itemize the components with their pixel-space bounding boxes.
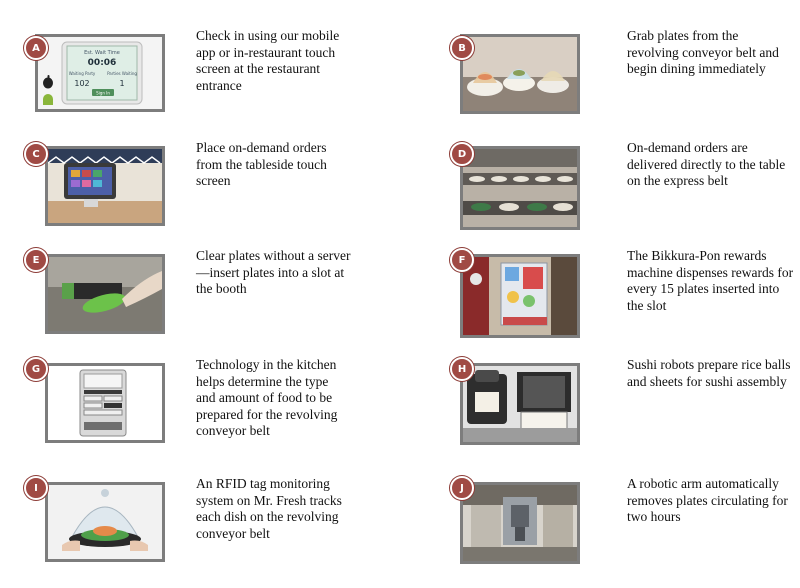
step-a: Est. Wait Time 00:06 Waiting Party Parti… [0,28,400,140]
step-h: H Sushi robots prepare rice balls and sh… [400,357,800,469]
photo-frame-e [45,254,165,334]
step-description-g: Technology in the kitchen helps determin… [196,357,338,439]
step-description-f: The Bikkura-Pon rewards machine dispense… [627,248,794,313]
checkin-tablet-image: Est. Wait Time 00:06 Waiting Party Parti… [38,37,162,109]
screen-sign-in-button: Sign In [96,91,110,96]
step-g: G Technology in the kitchen helps determ… [0,357,400,469]
screen-value-1: 102 [74,79,89,88]
step-c: C Place on-demand orders from the tables… [0,140,400,252]
step-i: I An RFID tag monitoring system on Mr. F… [0,476,400,588]
step-description-d: On-demand orders are delivered directly … [627,140,786,189]
step-badge-i: I [24,476,48,500]
step-description-h: Sushi robots prepare rice balls and shee… [627,357,791,389]
step-description-j: A robotic arm automatically removes plat… [627,476,788,525]
robotic-arm-image [463,485,577,561]
android-icon [43,94,53,105]
photo-frame-j [460,482,580,564]
express-belt-image [463,149,577,227]
apple-icon [43,75,53,89]
step-description-i: An RFID tag monitoring system on Mr. Fre… [196,476,342,541]
step-badge-h: H [450,357,474,381]
kitchen-terminal-image [48,366,162,440]
rfid-dome-image [48,485,162,559]
sushi-robot-image [463,366,577,442]
step-description-e: Clear plates without a server—insert pla… [196,248,351,297]
photo-frame-b [460,34,580,114]
step-j: J A robotic arm automatically removes pl… [400,476,800,588]
rewards-machine-image [463,257,577,335]
plate-slot-image [48,257,162,331]
step-badge-e: E [24,248,48,272]
step-badge-f: F [450,248,474,272]
step-badge-a: A [24,36,48,60]
screen-time: 00:06 [88,58,117,68]
photo-frame-c [45,146,165,226]
step-badge-b: B [450,36,474,60]
step-e: E Clear plates without a server—insert p… [0,248,400,360]
photo-frame-g [45,363,165,443]
step-badge-g: G [24,357,48,381]
photo-frame-i [45,482,165,562]
photo-frame-a: Est. Wait Time 00:06 Waiting Party Parti… [35,34,165,112]
photo-frame-f [460,254,580,338]
photo-frame-h [460,363,580,445]
step-badge-c: C [24,142,48,166]
step-d: D On-demand orders are delivered directl… [400,140,800,252]
photo-frame-d [460,146,580,230]
screen-label-1: Waiting Party [69,71,96,76]
screen-value-2: 1 [119,79,124,88]
step-b: B Grab plates from the revolving conveyo… [400,28,800,140]
screen-title: Est. Wait Time [84,50,120,56]
step-description-a: Check in using our mobile app or in-rest… [196,28,340,93]
step-badge-d: D [450,142,474,166]
tableside-tablet-image [48,149,162,223]
step-description-b: Grab plates from the revolving conveyor … [627,28,779,77]
step-description-c: Place on-demand orders from the tablesid… [196,140,327,189]
screen-label-2: Parties Waiting [107,71,137,76]
step-badge-j: J [450,476,474,500]
step-f: F The Bikkura-Pon rewards machine dispen… [400,248,800,360]
conveyor-plates-image [463,37,577,111]
